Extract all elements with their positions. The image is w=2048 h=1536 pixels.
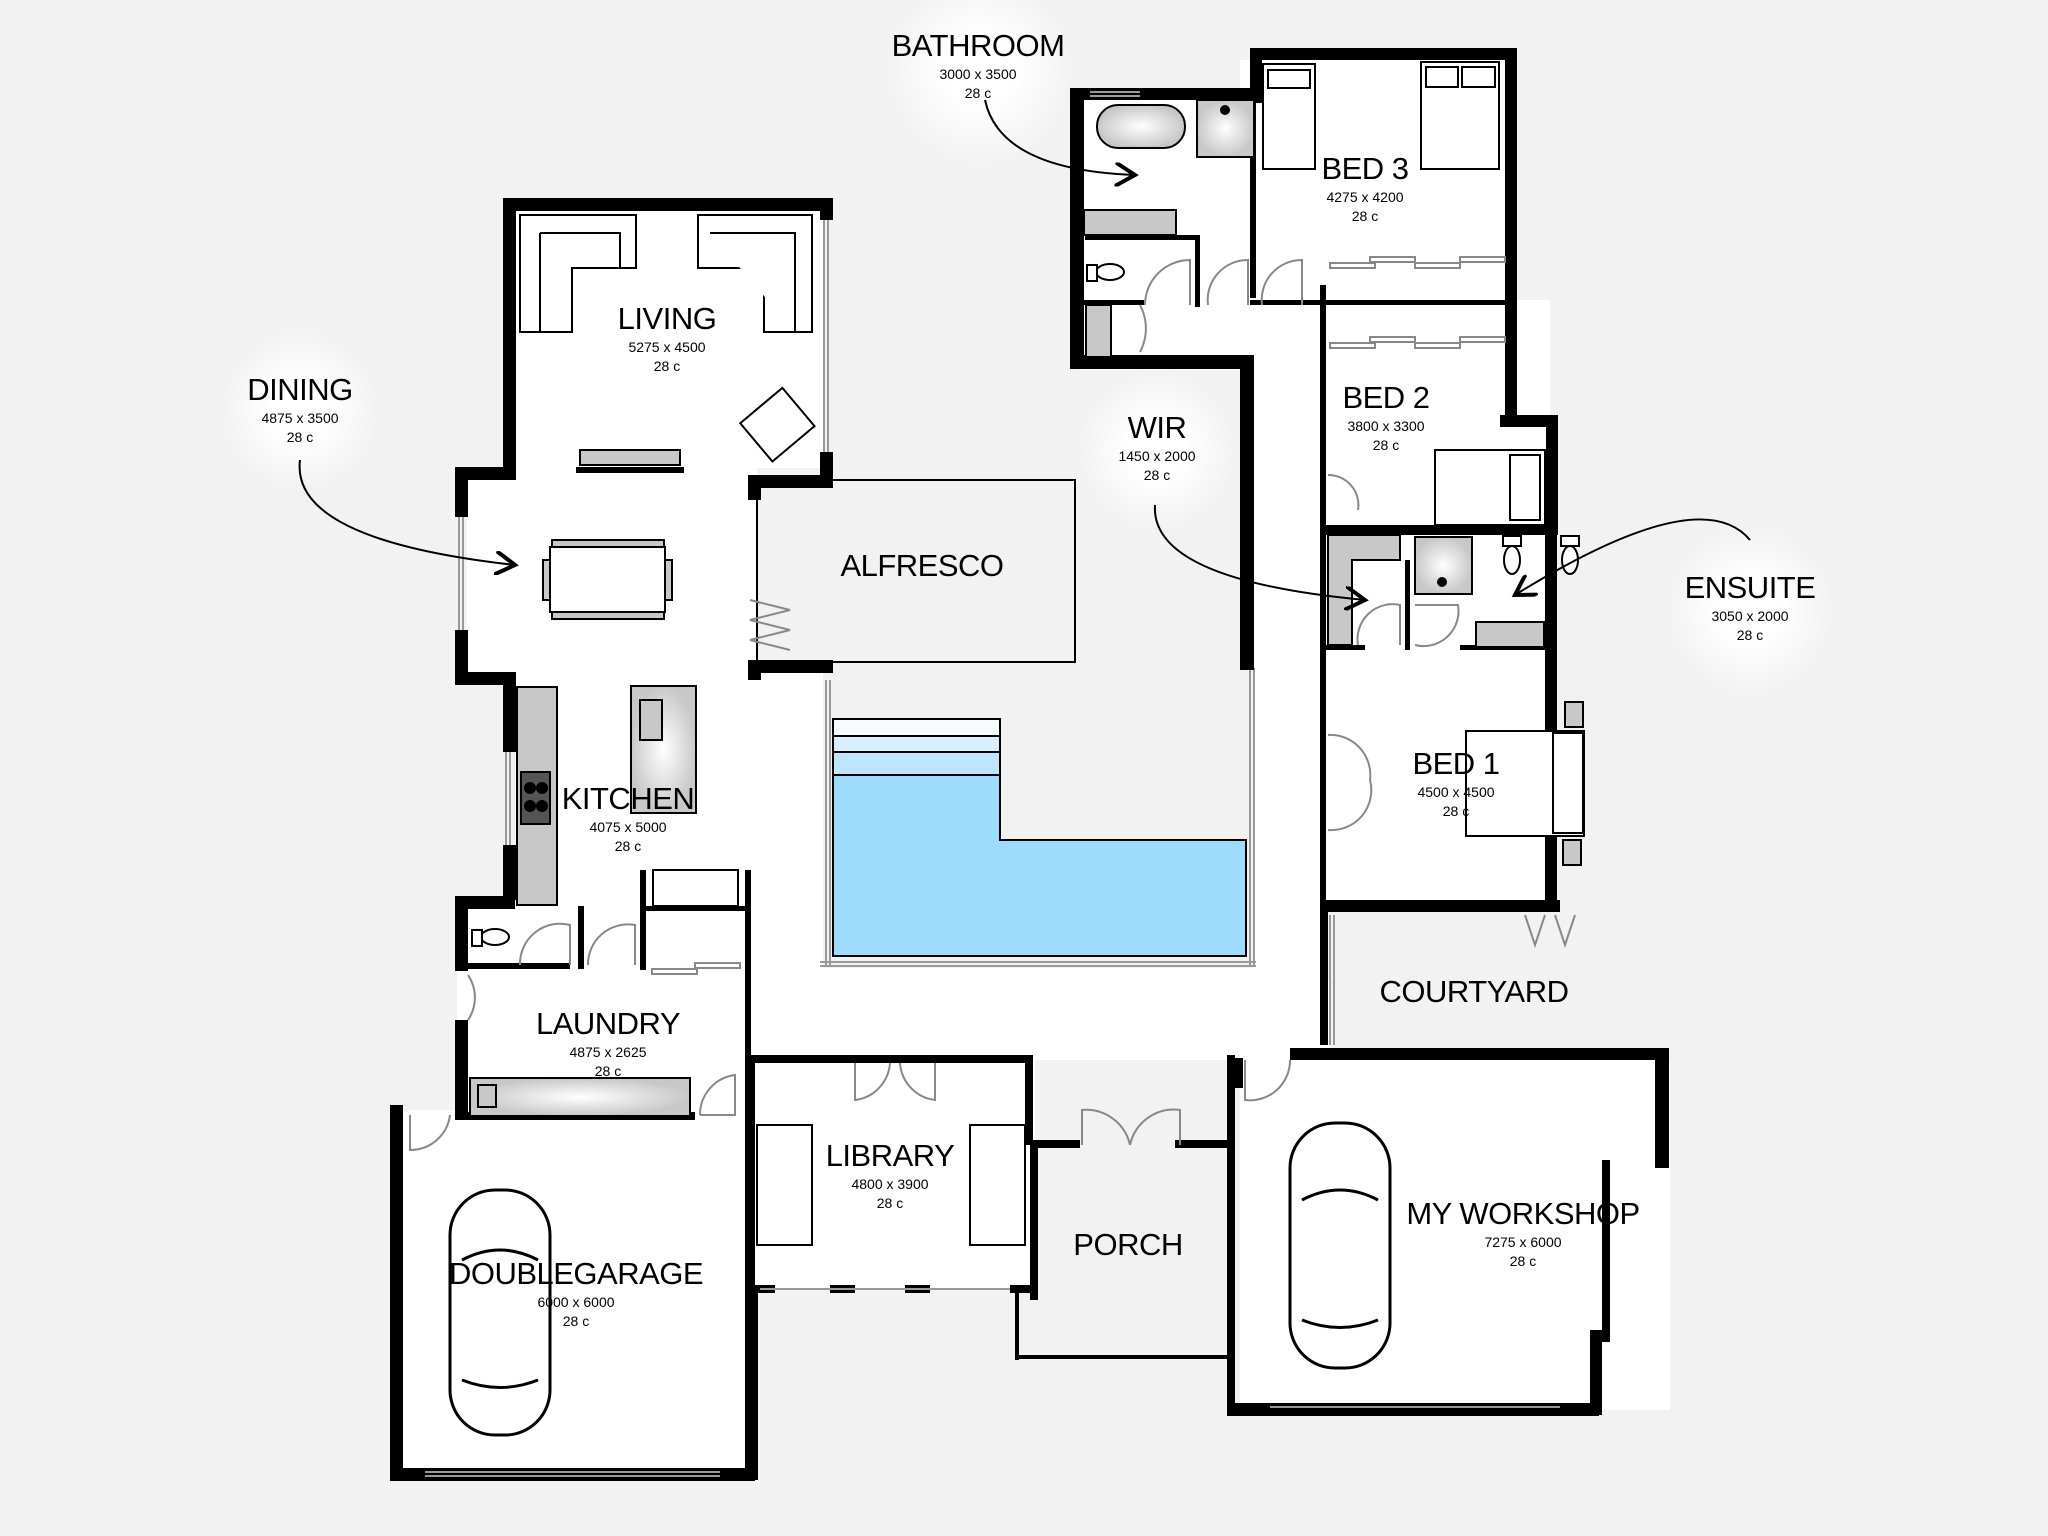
swimming-pool	[832, 718, 1247, 957]
walls	[390, 48, 1669, 1481]
callout-glows	[220, 0, 1835, 695]
windows	[425, 91, 1560, 1477]
room-label-courtyard: COURTYARD	[1379, 974, 1569, 1009]
furniture	[469, 61, 1585, 1246]
porch-area	[1035, 1150, 1227, 1360]
room-label-porch: PORCH	[1073, 1227, 1183, 1262]
car-garage	[448, 1188, 552, 1437]
courtyard-area	[1333, 915, 1593, 1045]
doors	[409, 258, 1576, 1152]
wardrobe-doors	[651, 256, 1506, 975]
car-workshop	[1288, 1121, 1392, 1370]
callout-arrows	[298, 99, 1751, 600]
alfresco-area	[756, 479, 1076, 663]
room-label-alfresco: ALFRESCO	[840, 548, 1004, 583]
pool-fence	[820, 668, 1256, 967]
